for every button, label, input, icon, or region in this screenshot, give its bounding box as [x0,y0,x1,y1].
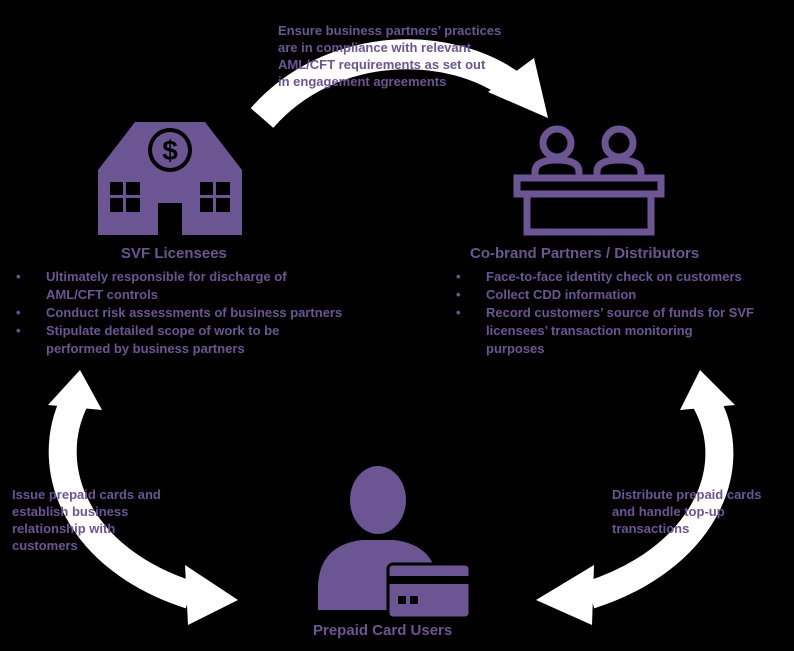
top-note-line: AML/CFT requirements as set out [278,57,486,72]
arrow-top-head [488,58,548,118]
prepaid-card-users-title: Prepaid Card Users [313,622,453,639]
svg-text:$: $ [162,135,178,166]
bullet-line: licensees’ transaction monitoring [486,323,693,338]
right-note-line: transactions [612,521,690,536]
svf-licensees-title: SVF Licensees [121,245,227,262]
bullet-line: Face-to-face identity check on customers [486,269,742,284]
co-brand-partners-bullets: Face-to-face identity check on customers… [452,268,792,358]
bullet-line: Collect CDD information [486,287,637,302]
left-note: Issue prepaid cards and establish busine… [12,486,212,554]
top-note-line: are in compliance with relevant [278,40,471,55]
left-note-line: relationship with [12,521,116,536]
left-note-line: customers [12,538,78,553]
arrow-top [250,39,525,129]
arrow-left [48,393,195,609]
bullet-line: performed by business partners [46,341,245,356]
bullet-item: Face-to-face identity check on customers [452,268,792,286]
bullet-line: Record customers’ source of funds for SV… [486,305,754,320]
top-note-line: in engagement agreements [278,74,447,89]
user-with-card-icon [318,466,472,620]
svf-licensees-bullets: Ultimately responsible for discharge of … [12,268,402,358]
top-note-line: Ensure business partners’ practices [278,23,502,38]
arrow-left-head-top [48,370,102,410]
arrow-right-head-top [680,370,735,410]
people-at-desk-icon [513,125,665,236]
bullet-line: AML/CFT controls [46,287,158,302]
co-brand-partners-title: Co-brand Partners / Distributors [470,245,700,262]
bullet-line: Stipulate detailed scope of work to be [46,323,280,338]
bullet-item: Ultimately responsible for discharge of … [12,268,402,304]
bullet-line: Conduct risk assessments of business par… [46,305,343,320]
left-note-line: establish business [12,504,129,519]
arrow-right-head-bottom [536,565,594,625]
right-note: Distribute prepaid cards and handle top-… [612,486,792,537]
top-note: Ensure business partners’ practices are … [278,22,548,90]
bullet-line: Ultimately responsible for discharge of [46,269,287,284]
arrow-right [585,393,734,609]
left-note-line: Issue prepaid cards and [12,487,161,502]
bullet-line: purposes [486,341,545,356]
bullet-item: Record customers’ source of funds for SV… [452,304,792,358]
bullet-item: Conduct risk assessments of business par… [12,304,402,322]
bank-icon: $ [98,122,242,235]
arrow-left-head-bottom [185,565,238,625]
bullet-item: Stipulate detailed scope of work to be p… [12,322,402,358]
bullet-item: Collect CDD information [452,286,792,304]
right-note-line: Distribute prepaid cards [612,487,762,502]
right-note-line: and handle top-up [612,504,725,519]
